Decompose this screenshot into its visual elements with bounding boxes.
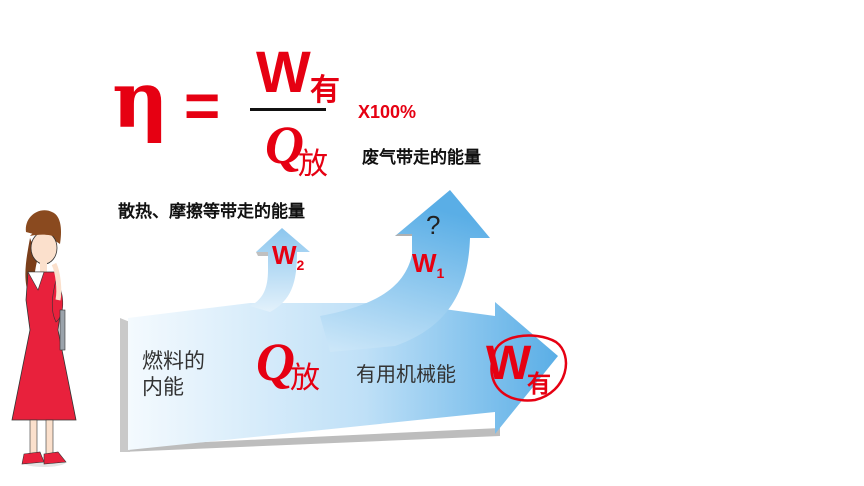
fuel-label-line1: 燃料的 — [142, 349, 205, 373]
exhaust-arrow-shadow — [395, 234, 412, 236]
w1-label: W1 — [412, 248, 444, 281]
fuel-energy-label: 燃料的 内能 — [142, 348, 205, 401]
w2-label: W2 — [272, 240, 304, 273]
denominator-subscript: 放 — [298, 147, 328, 182]
useful-w-symbol: W — [486, 337, 532, 390]
fuel-label-line2: 内能 — [142, 375, 184, 400]
useful-energy-label: 有用机械能 — [356, 362, 456, 386]
numerator-subscript: 有 — [310, 73, 340, 108]
multiplier-text: X100% — [358, 102, 417, 122]
useful-highlight-circle — [490, 334, 568, 402]
w2-subscript: 2 — [296, 257, 305, 274]
fuel-q-symbol: Q — [256, 332, 295, 392]
equals-sign: = — [184, 72, 221, 141]
fraction-bar — [250, 108, 326, 111]
denominator-q: Q — [265, 115, 304, 175]
dissipation-arrow-shadow — [256, 252, 268, 256]
dissipation-label: 散热、摩擦等带走的能量 — [118, 202, 305, 222]
numerator-w: W — [256, 40, 311, 105]
dissipation-arrow — [250, 228, 310, 312]
exhaust-label: 废气带走的能量 — [362, 148, 481, 168]
exhaust-arrow — [320, 190, 490, 352]
useful-w-subscript: 有 — [527, 370, 551, 398]
w2-symbol: W — [272, 240, 297, 270]
girl-illustration — [11, 210, 77, 467]
efficiency-symbol: η — [112, 55, 169, 146]
w1-subscript: 1 — [436, 265, 445, 282]
w1-symbol: W — [412, 248, 437, 278]
arrow-shadow-left — [120, 318, 130, 452]
unknown-mark: ? — [426, 210, 441, 240]
main-flow-arrow — [128, 302, 558, 450]
fuel-q-subscript: 放 — [290, 361, 320, 396]
